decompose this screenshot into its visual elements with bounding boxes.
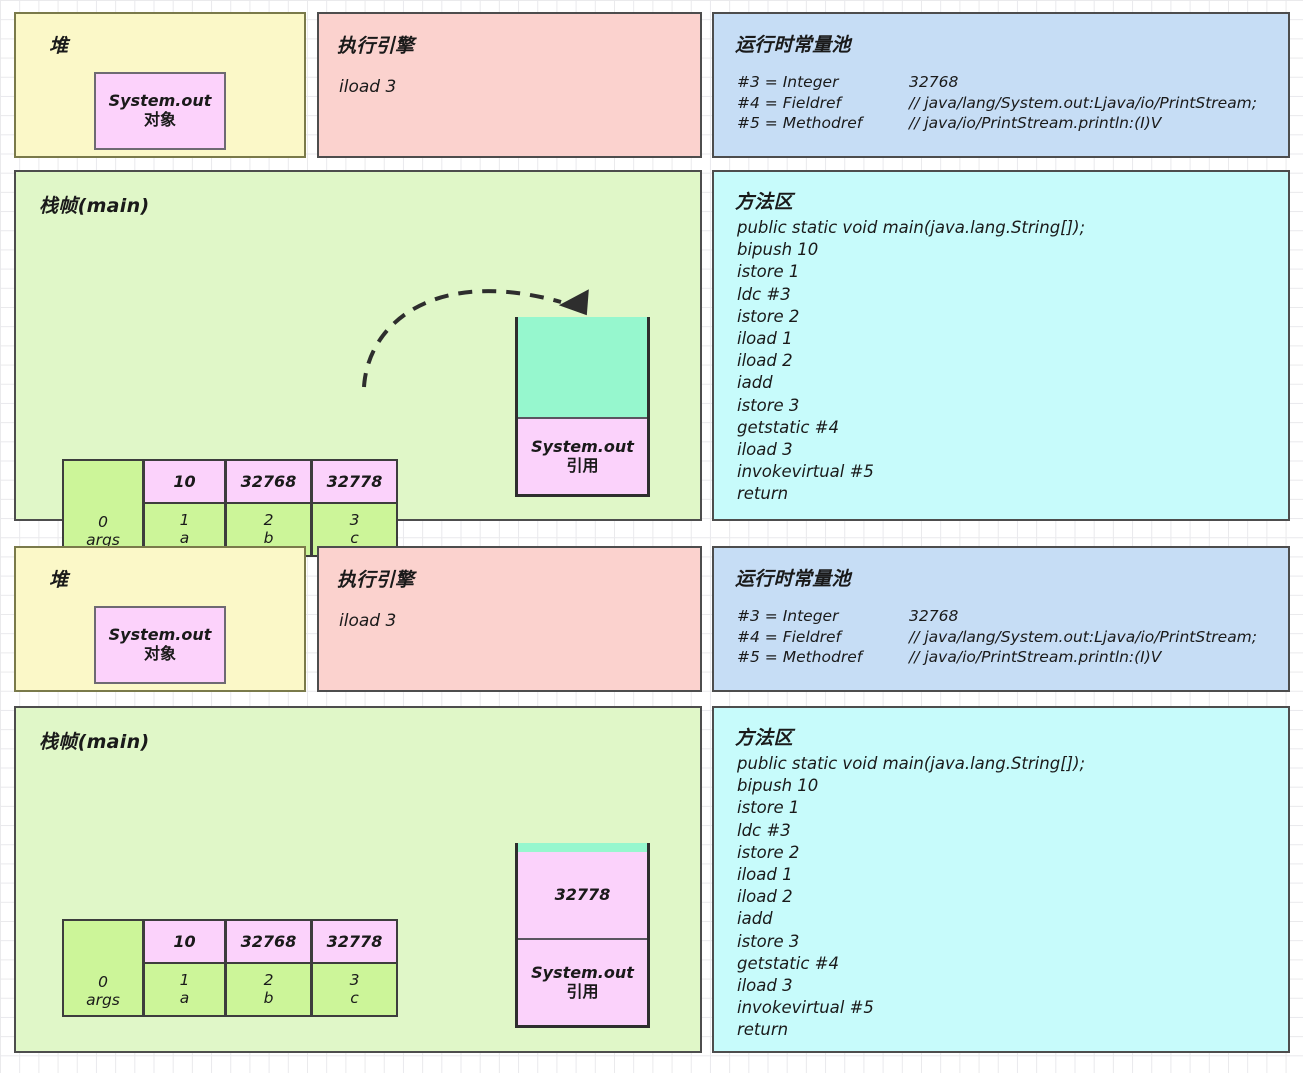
constant-pool-row: #4 = Fieldref // java/lang/System.out:Lj… [737,93,1257,114]
runtime-constant-pool-title: 运行时常量池 [735,568,851,590]
constant-pool-key: #3 = Integer [737,73,839,91]
lvt-slot-0: 0 args [62,459,144,557]
lvt-slot-3-value: 32778 [312,919,398,963]
stack-frame-panel-bottom: 栈帧(main) 0 args 10 1 a 32768 2 b 32778 [14,706,702,1053]
lvt-slot-1: 10 1 a [144,919,226,1017]
execution-engine-title: 执行引擎 [337,569,415,591]
constant-pool-key: #5 = Methodref [737,114,863,133]
lvt-slot-3-value: 32778 [312,459,398,503]
lvt-slot-1: 10 1 a [144,459,226,557]
stack-frame-title: 栈帧(main) [39,731,150,753]
execution-engine-title: 执行引擎 [337,35,415,57]
operand-stack-cell: System.out 引用 [518,938,647,1025]
operand-stack-cell-line1: 32778 [554,884,611,904]
constant-pool-value: // java/io/PrintStream.println:(I)V [909,648,1162,667]
lvt-slot-0: 0 args [62,919,144,1017]
lvt-slot-3: 32778 3 c [312,919,398,1017]
heap-object-line1: System.out [108,91,212,111]
lvt-slot-2-value: 32768 [226,919,312,963]
constant-pool-entries: #3 = Integer 32768 #4 = Fieldref // java… [737,606,1257,668]
local-variable-table-bottom: 0 args 10 1 a 32768 2 b 32778 3 c [62,919,398,1017]
heap-object-line2: 对象 [143,110,176,129]
method-area-panel-bottom: 方法区 public static void main(java.lang.St… [712,706,1290,1053]
heap-object-line1: System.out [108,625,212,645]
operand-stack-cell: System.out 引用 [518,417,647,494]
constant-pool-row: #3 = Integer 32768 [737,72,1257,93]
heap-object-line2: 对象 [143,644,176,663]
constant-pool-key: #4 = Fieldref [737,627,841,646]
lvt-slot-1-value: 10 [144,459,226,503]
method-area-panel-top: 方法区 public static void main(java.lang.St… [712,170,1290,521]
lvt-slot-0-index: 0 args [62,459,144,557]
constant-pool-value: 32768 [909,73,959,91]
lvt-slot-0-index: 0 args [62,919,144,1017]
execution-engine-panel-top: 执行引擎 iload 3 [317,12,702,158]
operand-stack-cell-line2: 引用 [566,455,599,475]
lvt-slot-2-value: 32768 [226,459,312,503]
lvt-slot-1-value: 10 [144,919,226,963]
heap-title: 堆 [49,35,69,57]
heap-panel-top: 堆 System.out 对象 [14,12,306,158]
constant-pool-key: #3 = Integer [737,607,839,625]
runtime-constant-pool-panel-bottom: 运行时常量池 #3 = Integer 32768 #4 = Fieldref … [712,546,1290,692]
heap-title: 堆 [49,569,69,591]
runtime-constant-pool-panel-top: 运行时常量池 #3 = Integer 32768 #4 = Fieldref … [712,12,1290,158]
operand-stack-cell-line1: System.out [531,962,634,982]
current-instruction: iload 3 [339,77,397,97]
constant-pool-key: #4 = Fieldref [737,93,841,112]
current-instruction: iload 3 [339,611,397,631]
constant-pool-row: #5 = Methodref // java/io/PrintStream.pr… [737,113,1257,134]
execution-engine-panel-bottom: 执行引擎 iload 3 [317,546,702,692]
constant-pool-row: #3 = Integer 32768 [737,606,1257,627]
operand-stack-top: System.out 引用 [515,317,650,497]
heap-panel-bottom: 堆 System.out 对象 [14,546,306,692]
heap-system-out-object: System.out 对象 [94,72,226,150]
lvt-slot-3: 32778 3 c [312,459,398,557]
constant-pool-row: #5 = Methodref // java/io/PrintStream.pr… [737,647,1257,668]
operand-stack-cell-line1: System.out [531,436,634,456]
method-area-title: 方法区 [735,727,793,749]
lvt-slot-1-index: 1 a [144,963,226,1017]
stack-frame-title: 栈帧(main) [39,195,150,217]
constant-pool-value: 32768 [909,607,959,625]
constant-pool-value: // java/lang/System.out:Ljava/io/PrintSt… [909,93,1258,112]
method-area-bytecode: public static void main(java.lang.String… [737,218,1086,504]
runtime-constant-pool-title: 运行时常量池 [735,34,851,56]
constant-pool-key: #5 = Methodref [737,648,863,667]
operand-stack-cell-line2: 引用 [566,981,599,1001]
constant-pool-row: #4 = Fieldref // java/lang/System.out:Lj… [737,627,1257,648]
heap-system-out-object: System.out 对象 [94,606,226,684]
method-area-bytecode: public static void main(java.lang.String… [737,754,1086,1040]
constant-pool-entries: #3 = Integer 32768 #4 = Fieldref // java… [737,72,1257,134]
stack-frame-panel-top: 栈帧(main) 0 args 10 1 a 32768 2 b 32778 [14,170,702,557]
constant-pool-value: // java/lang/System.out:Ljava/io/PrintSt… [909,627,1258,646]
operand-stack-bottom: 32778 System.out 引用 [515,843,650,1028]
operand-stack-cell: 32778 [518,852,647,939]
lvt-slot-2: 32768 2 b [226,919,312,1017]
local-variable-table-top: 0 args 10 1 a 32768 2 b 32778 3 c [62,459,398,557]
method-area-title: 方法区 [735,191,793,213]
lvt-slot-2: 32768 2 b [226,459,312,557]
operand-stack-free-space [518,843,647,852]
operand-stack-free-space [518,317,647,417]
lvt-slot-3-index: 3 c [312,963,398,1017]
lvt-slot-2-index: 2 b [226,963,312,1017]
constant-pool-value: // java/io/PrintStream.println:(I)V [909,114,1162,133]
